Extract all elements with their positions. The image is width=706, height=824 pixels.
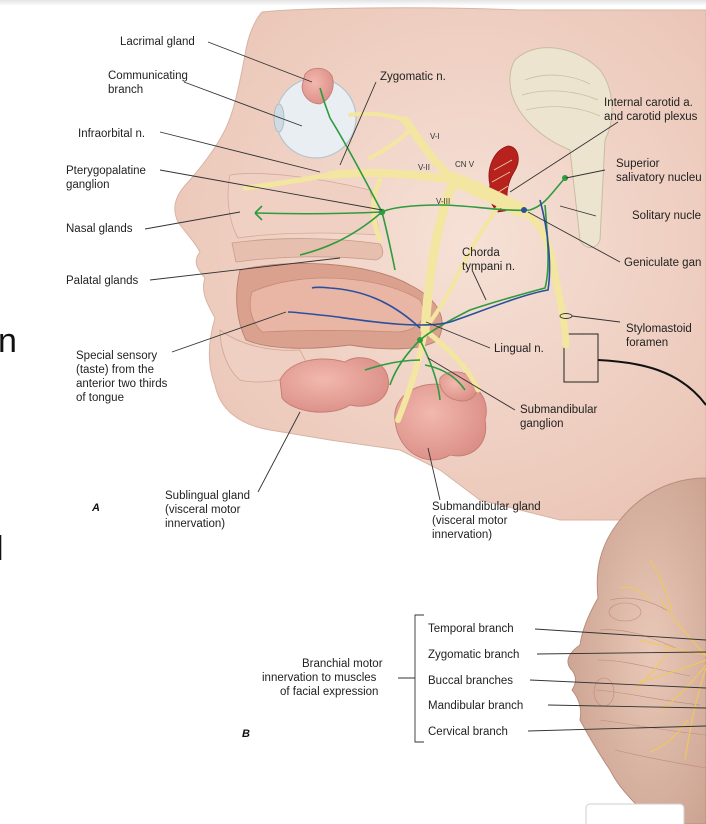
label-chorda-tympani-1: Chorda: [462, 247, 500, 259]
label-zygomatic-n: Zygomatic n.: [380, 71, 446, 83]
label-nasal-glands: Nasal glands: [66, 223, 133, 235]
submandibular-gland: [394, 381, 487, 461]
label-infraorbital-n: Infraorbital n.: [78, 128, 145, 140]
label-cn-v: CN V: [455, 160, 475, 169]
label-chorda-tympani-2: tympani n.: [462, 261, 515, 273]
geniculate-dot: [521, 207, 527, 213]
pterygopalatine-ganglion-dot: [378, 208, 386, 216]
panel-a-leaders: [144, 41, 621, 501]
label-v2: V-II: [418, 163, 430, 172]
taste-fibers: [287, 199, 551, 329]
label-temporal-branch: Temporal branch: [428, 623, 514, 635]
label-stylomastoid-1: Stylomastoid: [626, 323, 692, 335]
lacrimal-gland: [301, 67, 334, 105]
label-lingual-n: Lingual n.: [494, 343, 544, 355]
panel-b-leaders: [398, 614, 706, 743]
sublingual-gland: [279, 357, 389, 413]
label-stylomastoid-2: foramen: [626, 337, 668, 349]
label-submandibular-ganglion-1: Submandibular: [520, 404, 598, 416]
label-branchial-motor-3: of facial expression: [280, 686, 378, 698]
label-superior-salivatory-2: salivatory nucleu: [616, 172, 702, 184]
label-branchial-motor-1: Branchial motor: [302, 658, 383, 670]
label-palatal-glands: Palatal glands: [66, 275, 138, 287]
submandibular-ganglion-dot: [417, 337, 423, 343]
corner-box: [585, 803, 685, 824]
label-special-sensory-2: (taste) from the: [76, 364, 154, 376]
facial-muscles: [593, 597, 706, 769]
label-cervical-branch: Cervical branch: [428, 726, 508, 738]
label-submandibular-gland-1: Submandibular gland: [432, 501, 541, 513]
edge-letter-bottom: l: [0, 530, 4, 568]
label-internal-carotid-1: Internal carotid a.: [604, 97, 693, 109]
hard-palate: [231, 238, 384, 263]
cerebellum-folds: [521, 74, 601, 117]
gland-lobule: [439, 371, 478, 402]
label-lacrimal-gland: Lacrimal gland: [120, 36, 195, 48]
panel-a-illustration: [174, 7, 706, 521]
label-submandibular-gland-3: innervation): [432, 529, 492, 541]
facial-nerve-branches: [619, 559, 706, 761]
label-special-sensory-1: Special sensory: [76, 350, 157, 362]
label-branchial-motor-2: innervation to muscles: [262, 672, 377, 684]
label-pterygopalatine-2: ganglion: [66, 179, 109, 191]
panel-b-illustration: [567, 477, 706, 824]
label-special-sensory-4: of tongue: [76, 392, 124, 404]
label-pterygopalatine-1: Pterygopalatine: [66, 165, 146, 177]
label-communicating-branch-2: branch: [108, 84, 143, 96]
facial-canal-curve: [597, 359, 706, 406]
label-solitary-nucleus: Solitary nucle: [632, 210, 701, 222]
label-communicating-branch-1: Communicating: [108, 70, 188, 82]
nasal-cavity: [227, 173, 381, 239]
panel-b-head: [567, 477, 706, 824]
top-strip: [0, 0, 706, 6]
panel-label-b: B: [242, 728, 250, 740]
label-sublingual-gland-1: Sublingual gland: [165, 490, 250, 502]
label-v3: V-III: [436, 197, 450, 206]
label-v1: V-I: [430, 132, 440, 141]
label-submandibular-ganglion-2: ganglion: [520, 418, 563, 430]
label-sublingual-gland-3: innervation): [165, 518, 225, 530]
label-sublingual-gland-2: (visceral motor: [165, 504, 241, 516]
stylomastoid-box: [563, 333, 599, 383]
label-buccal-branches: Buccal branches: [428, 675, 513, 687]
panel-label-a: A: [91, 502, 100, 514]
label-mandibular-branch: Mandibular branch: [428, 700, 523, 712]
superior-salivatory-dot: [562, 175, 568, 181]
cornea: [273, 103, 285, 133]
edge-letter-top: n: [0, 322, 17, 360]
label-special-sensory-3: anterior two thirds: [76, 378, 168, 390]
label-internal-carotid-2: and carotid plexus: [604, 111, 698, 123]
tongue-dorsum: [249, 277, 424, 333]
label-submandibular-gland-2: (visceral motor: [432, 515, 508, 527]
label-superior-salivatory-1: Superior: [616, 158, 660, 170]
label-zygomatic-branch: Zygomatic branch: [428, 649, 519, 661]
trigeminal-nerves: [242, 111, 570, 423]
label-geniculate: Geniculate gan: [624, 257, 701, 269]
